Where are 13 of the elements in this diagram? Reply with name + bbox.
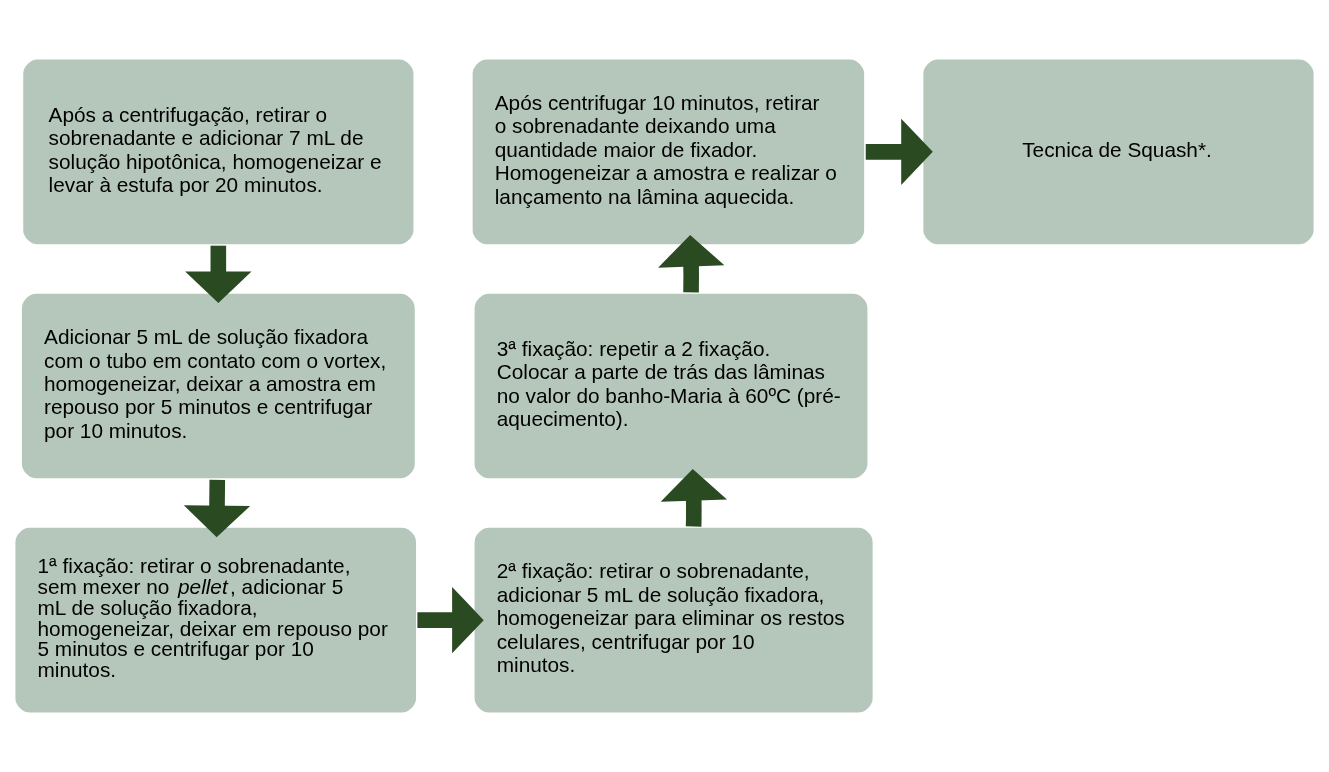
node-box: Após a centrifugação, retirar o sobrenadante e adicionar 7 mL de solução hipotônica, homogeneizar e levar à estufa por 20 minutos. xyxy=(20,56,417,247)
arrow xyxy=(183,479,251,538)
node-box: Tecnica de Squash*. xyxy=(920,56,1317,247)
node-box: Após centrifugar 10 minutos, retirar o sobrenadante deixando uma quantidade maior de fixador. Homogeneizar a amostra e realizar o lançamento na lâmina aquecida. xyxy=(470,56,867,247)
node-box: 3ª fixação: repetir a 2 fixação. Colocar a parte de trás das lâminas no valor do banho-Maria à 60ºC (pré-aquecimento). xyxy=(472,291,870,481)
arrow xyxy=(865,118,933,186)
arrow xyxy=(417,586,484,654)
node-box: Adicionar 5 mL de solução fixadora com o tubo em contato com o vortex, homogeneizar, deixar a amostra em repouso por 5 minutos e centrifugar por 10 minutos. xyxy=(19,291,418,481)
arrow xyxy=(658,234,725,293)
arrow xyxy=(660,469,727,527)
node-box: 2ª fixação: retirar o sobrenadante, adicionar 5 mL de solução fixadora, homogeneizar para eliminar os restos celulares, centrifugar por 10 minutos. xyxy=(472,525,876,716)
node-box: 1ª fixação: retirar o sobrenadante, sem mexer no pellet, adicionar 5 mL de solução fixadora, homogeneizar, deixar em repouso por 5 minutos e centrifugar por 10 minutos. xyxy=(12,525,419,716)
arrow xyxy=(185,245,252,304)
